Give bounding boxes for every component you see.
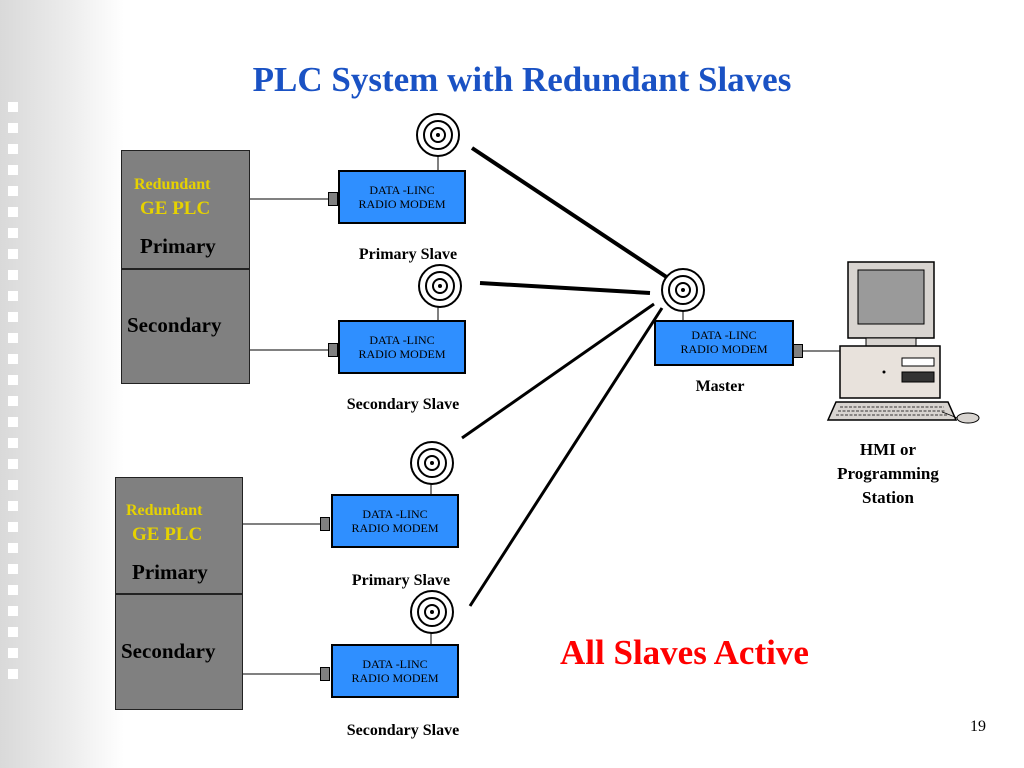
decoration-square bbox=[8, 123, 18, 133]
plc-2-ge-plc-label: GE PLC bbox=[132, 524, 203, 545]
decoration-square bbox=[8, 627, 18, 637]
modem-port bbox=[793, 344, 803, 358]
antenna-icon bbox=[418, 264, 462, 308]
radio-link-1 bbox=[470, 146, 670, 280]
modem-port bbox=[320, 667, 330, 681]
radio-link-2 bbox=[479, 281, 651, 295]
decoration-square bbox=[8, 102, 18, 112]
decoration-square bbox=[8, 606, 18, 616]
radio-link-3 bbox=[461, 302, 655, 440]
decoration-square bbox=[8, 459, 18, 469]
decoration-square bbox=[8, 312, 18, 322]
decoration-square bbox=[8, 165, 18, 175]
hmi-caption: HMI or Programming Station bbox=[837, 440, 939, 507]
antenna-icon bbox=[416, 113, 460, 157]
decoration-square bbox=[8, 396, 18, 406]
radio-link-4 bbox=[468, 307, 664, 607]
decoration-square bbox=[8, 291, 18, 301]
caption-secondary-slave-2: Secondary Slave bbox=[346, 722, 460, 739]
decoration-square bbox=[8, 543, 18, 553]
decoration-square bbox=[8, 438, 18, 448]
plc-1-secondary-unit bbox=[121, 269, 250, 384]
plc-1-secondary-label: Secondary bbox=[127, 313, 222, 337]
decoration-square bbox=[8, 585, 18, 595]
plc-2-secondary-unit bbox=[115, 594, 243, 710]
caption-master: Master bbox=[695, 378, 745, 395]
decoration-square bbox=[8, 354, 18, 364]
plc-1-redundant-label: Redundant bbox=[134, 176, 211, 193]
page-number: 19 bbox=[970, 718, 986, 735]
antenna-icon bbox=[410, 590, 454, 634]
decoration-square bbox=[8, 228, 18, 238]
decoration-square bbox=[8, 522, 18, 532]
decoration-square bbox=[8, 270, 18, 280]
decoration-square bbox=[8, 186, 18, 196]
plc-2-secondary-label: Secondary bbox=[121, 639, 216, 663]
status-all-slaves-active: All Slaves Active bbox=[560, 633, 809, 672]
decoration-square bbox=[8, 207, 18, 217]
caption-primary-slave-2: Primary Slave bbox=[351, 572, 451, 589]
slide-decoration-stripe bbox=[0, 0, 124, 768]
slide-title: PLC System with Redundant Slaves bbox=[252, 60, 792, 99]
caption-secondary-slave-1: Secondary Slave bbox=[346, 396, 460, 413]
modem-port bbox=[328, 192, 338, 206]
plc-2-redundant-label: Redundant bbox=[126, 502, 203, 519]
decoration-square bbox=[8, 480, 18, 490]
plc-1-primary-unit bbox=[121, 150, 250, 269]
decoration-square bbox=[8, 564, 18, 574]
decoration-square bbox=[8, 333, 18, 343]
decoration-square bbox=[8, 417, 18, 427]
plc-2-primary-unit bbox=[115, 477, 243, 594]
plc-1-primary-label: Primary bbox=[140, 234, 216, 258]
decoration-square bbox=[8, 375, 18, 385]
decoration-square bbox=[8, 144, 18, 154]
caption-primary-slave-1: Primary Slave bbox=[358, 246, 458, 263]
modem-port bbox=[320, 517, 330, 531]
plc-2-primary-label: Primary bbox=[132, 560, 208, 584]
modem-port bbox=[328, 343, 338, 357]
decoration-square bbox=[8, 249, 18, 259]
antenna-icon bbox=[661, 268, 705, 312]
antenna-icon bbox=[410, 441, 454, 485]
computer-icon bbox=[826, 261, 980, 424]
decoration-square bbox=[8, 648, 18, 658]
decoration-square bbox=[8, 669, 18, 679]
decoration-square bbox=[8, 501, 18, 511]
plc-1-ge-plc-label: GE PLC bbox=[140, 198, 211, 219]
